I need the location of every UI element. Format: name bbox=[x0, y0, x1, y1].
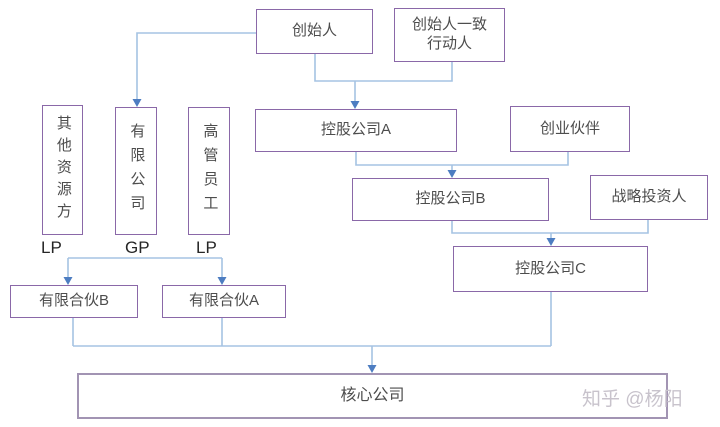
zhihu-watermark: 知乎 @杨阳 bbox=[582, 389, 683, 410]
label-gp: GP bbox=[125, 238, 150, 257]
node-holding-company-a: 控股公司A bbox=[255, 109, 457, 152]
node-founder-concert-line1: 创始人一致 bbox=[411, 16, 487, 34]
node-core-company: 核心公司 bbox=[77, 373, 668, 419]
node-holding-company-c: 控股公司C bbox=[453, 246, 648, 292]
node-founder-concert-label: 创始人一致 行动人 bbox=[412, 16, 487, 54]
label-lp-left: LP bbox=[41, 238, 62, 257]
node-other-resources: 其他资源方 bbox=[42, 105, 83, 235]
node-executives-employees: 高管员工 bbox=[188, 107, 230, 235]
label-lp-right: LP bbox=[196, 238, 217, 257]
node-strategic-investors: 战略投资人 bbox=[590, 175, 708, 220]
node-founder-concert-parties: 创始人一致 行动人 bbox=[394, 8, 505, 62]
node-limited-partnership-a: 有限合伙A bbox=[162, 285, 286, 318]
node-holding-company-b: 控股公司B bbox=[352, 178, 549, 221]
node-founder: 创始人 bbox=[256, 9, 373, 54]
node-founder-concert-line2: 行动人 bbox=[426, 35, 472, 52]
node-venture-partners: 创业伙伴 bbox=[510, 106, 630, 152]
node-limited-company: 有限公司 bbox=[115, 107, 157, 235]
node-limited-partnership-b: 有限合伙B bbox=[10, 285, 138, 318]
